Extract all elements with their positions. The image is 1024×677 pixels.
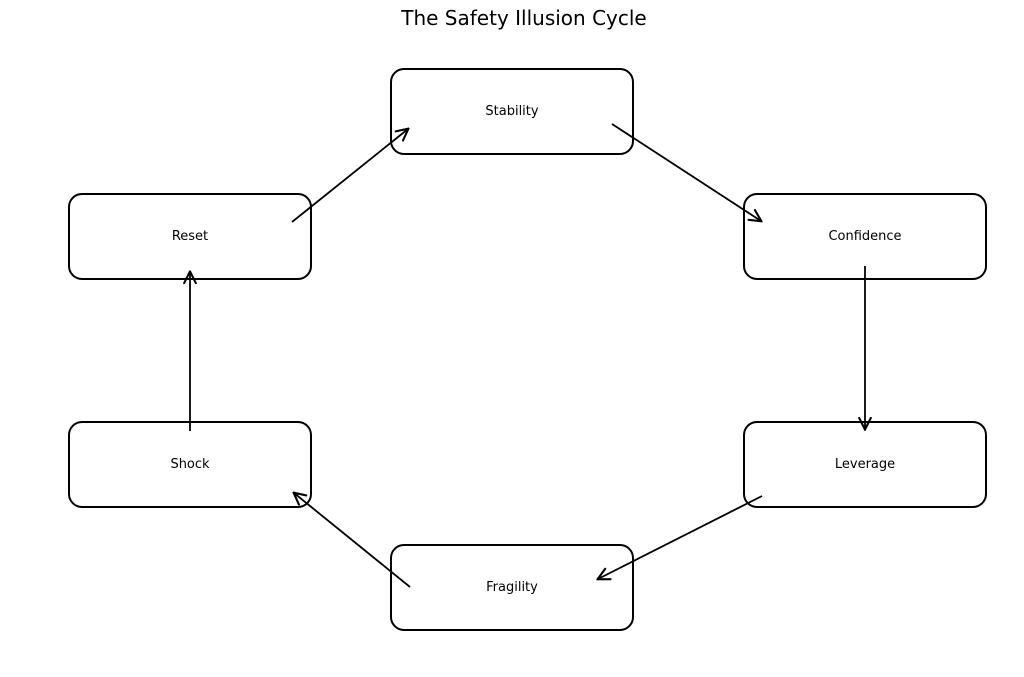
- node-fragility: Fragility: [390, 544, 634, 631]
- node-confidence: Confidence: [743, 193, 987, 280]
- node-reset: Reset: [68, 193, 312, 280]
- diagram-title: The Safety Illusion Cycle: [401, 6, 647, 30]
- node-leverage: Leverage: [743, 421, 987, 508]
- node-stability-label: Stability: [485, 104, 539, 119]
- node-reset-label: Reset: [171, 229, 209, 244]
- node-fragility-label: Fragility: [486, 580, 538, 595]
- node-shock: Shock: [68, 421, 312, 508]
- node-confidence-label: Confidence: [828, 229, 902, 244]
- node-leverage-label: Leverage: [834, 457, 896, 472]
- node-stability: Stability: [390, 68, 634, 155]
- node-shock-label: Shock: [170, 457, 210, 472]
- arrow-stability-to-confidence: [611, 123, 761, 221]
